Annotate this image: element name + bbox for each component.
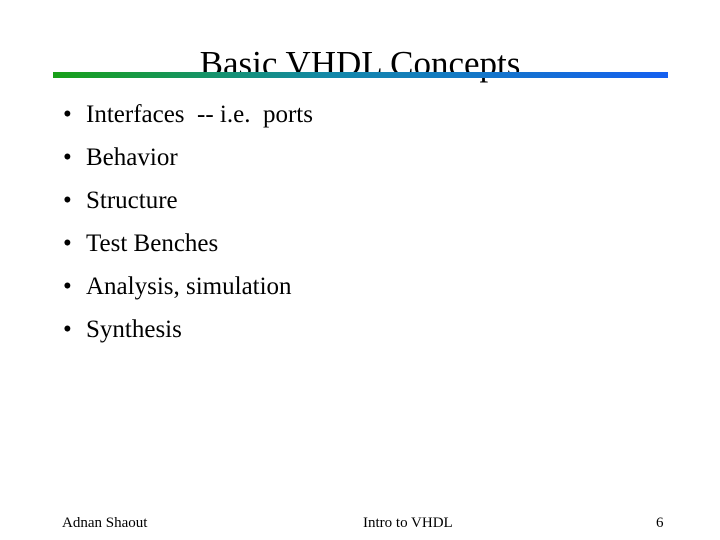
bullet-icon: • bbox=[63, 101, 72, 128]
bullet-label: Synthesis bbox=[86, 316, 182, 343]
bullet-icon: • bbox=[63, 316, 72, 343]
bullet-label: Test Benches bbox=[86, 230, 219, 257]
bullet-item: • Synthesis bbox=[0, 308, 680, 351]
bullet-label: Analysis, simulation bbox=[86, 273, 292, 300]
bullet-label: Behavior bbox=[86, 144, 178, 171]
title-divider-bar bbox=[53, 72, 668, 78]
bullet-item: • Structure bbox=[0, 179, 680, 222]
bullet-item: • Test Benches bbox=[0, 222, 680, 265]
footer-author: Adnan Shaout bbox=[62, 515, 148, 531]
footer-course-title: Intro to VHDL bbox=[363, 515, 453, 531]
slide-footer: Adnan Shaout Intro to VHDL 6 bbox=[0, 514, 720, 536]
bullet-label: Structure bbox=[86, 187, 178, 214]
bullet-list: • Interfaces -- i.e. ports • Behavior • … bbox=[0, 93, 680, 351]
bullet-item: • Analysis, simulation bbox=[0, 265, 680, 308]
bullet-item: • Interfaces -- i.e. ports bbox=[0, 93, 680, 136]
bullet-icon: • bbox=[63, 230, 72, 257]
bullet-item: • Behavior bbox=[0, 136, 680, 179]
bullet-label: Interfaces -- i.e. ports bbox=[86, 101, 313, 128]
bullet-icon: • bbox=[63, 144, 72, 171]
bullet-icon: • bbox=[63, 187, 72, 214]
footer-page-number: 6 bbox=[656, 515, 664, 531]
bullet-icon: • bbox=[63, 273, 72, 300]
